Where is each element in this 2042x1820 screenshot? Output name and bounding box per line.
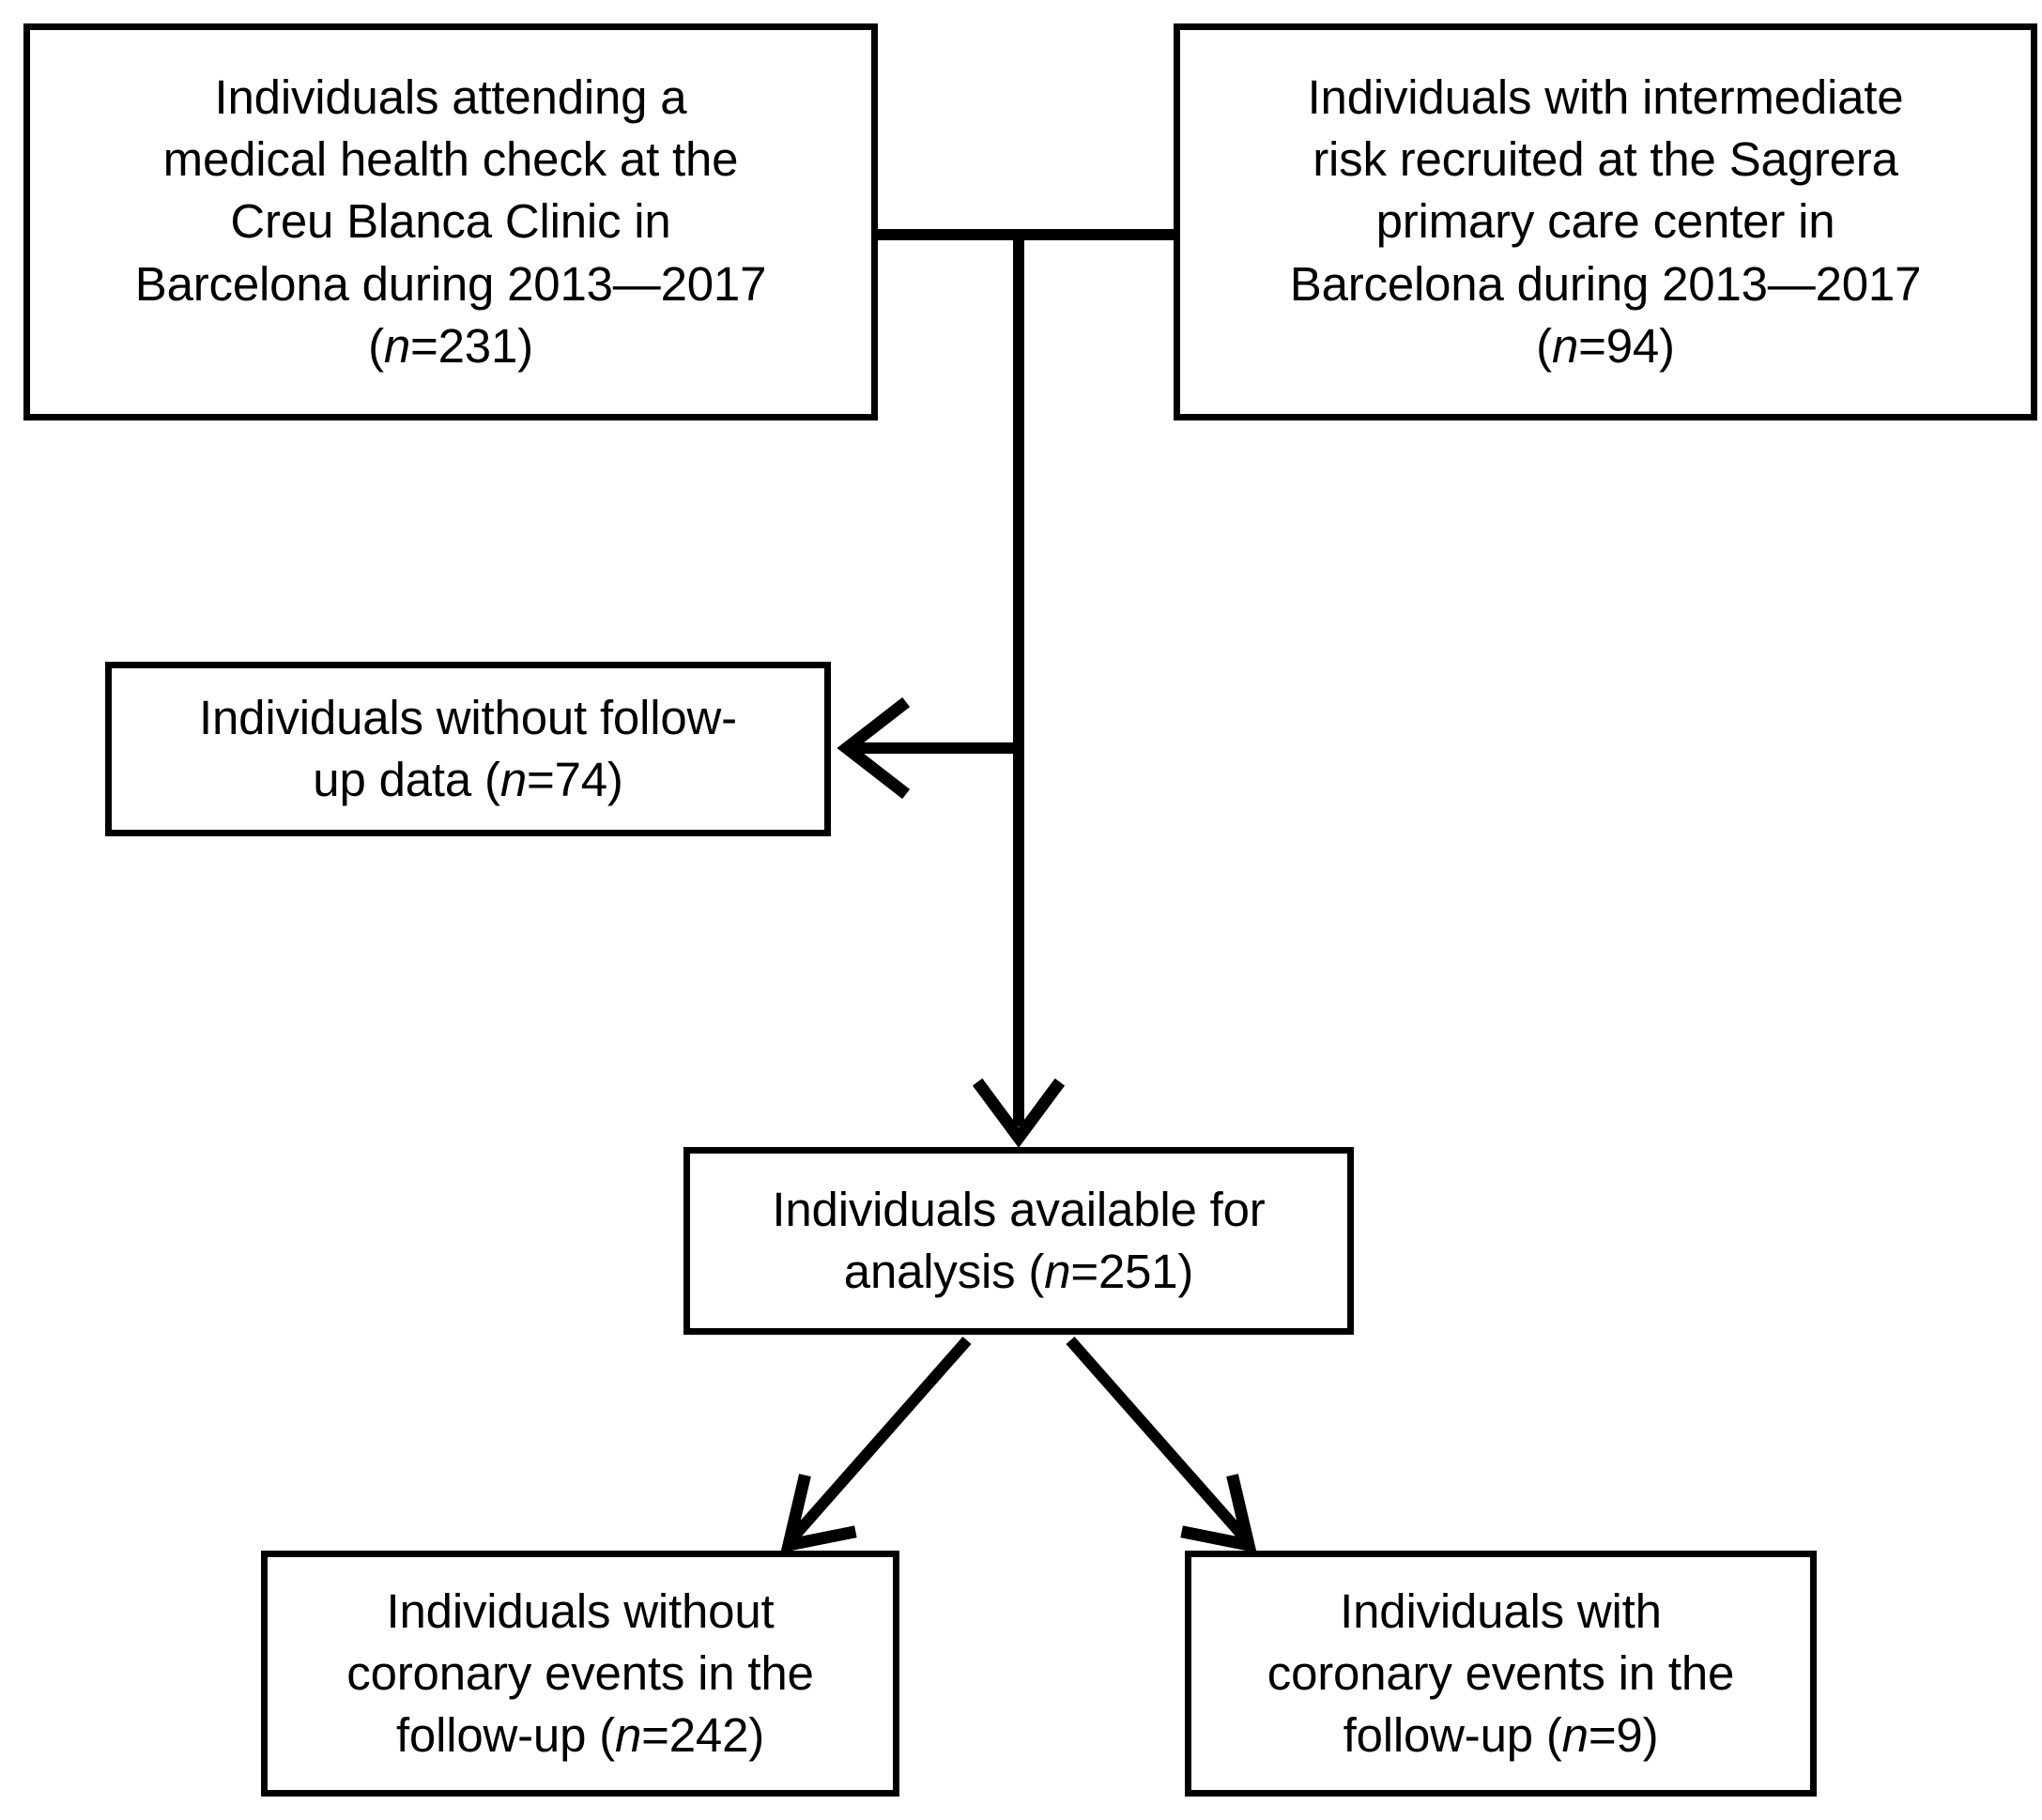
edge-to-without-events	[787, 1337, 972, 1543]
arrowhead-exclusion-icon	[837, 696, 911, 800]
arrowhead-without-events-icon	[780, 1474, 857, 1553]
node-no-followup: Individuals without follow-up data (n=74…	[105, 662, 831, 836]
arrowhead-with-events-icon	[1180, 1474, 1257, 1553]
edge-to-with-events	[1066, 1337, 1251, 1543]
node-no-followup-label: Individuals without follow-up data (n=74…	[199, 690, 737, 806]
arrowhead-analysis-icon	[972, 1078, 1066, 1148]
